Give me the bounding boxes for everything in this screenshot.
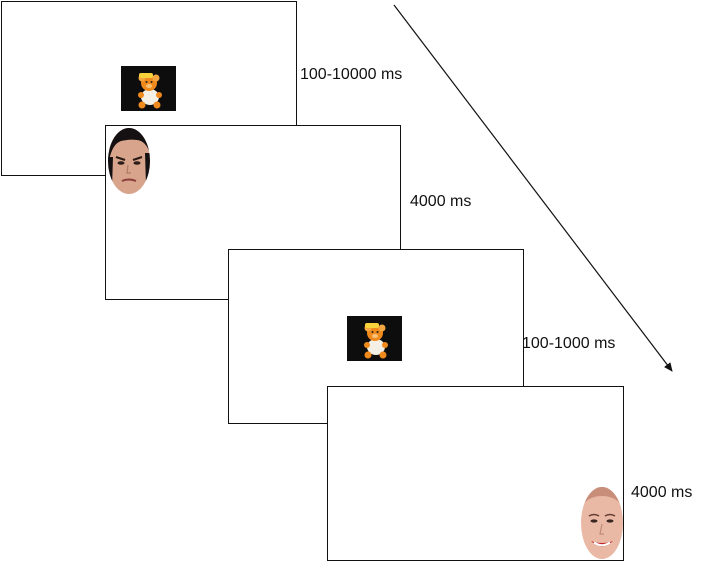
toy-image (347, 316, 402, 361)
stimulus-frame-4 (327, 386, 624, 561)
toy-icon (121, 66, 176, 111)
duration-label-3: 100-1000 ms (522, 335, 616, 352)
duration-label-1: 100-10000 ms (300, 66, 403, 83)
happy-face-icon (581, 487, 623, 559)
toy-image (121, 66, 176, 111)
happy-face-image (580, 486, 624, 560)
angry-face-icon (108, 128, 150, 194)
angry-face-image (107, 127, 151, 195)
toy-icon (347, 316, 402, 361)
duration-label-2: 4000 ms (410, 193, 472, 210)
duration-label-4: 4000 ms (631, 484, 693, 501)
